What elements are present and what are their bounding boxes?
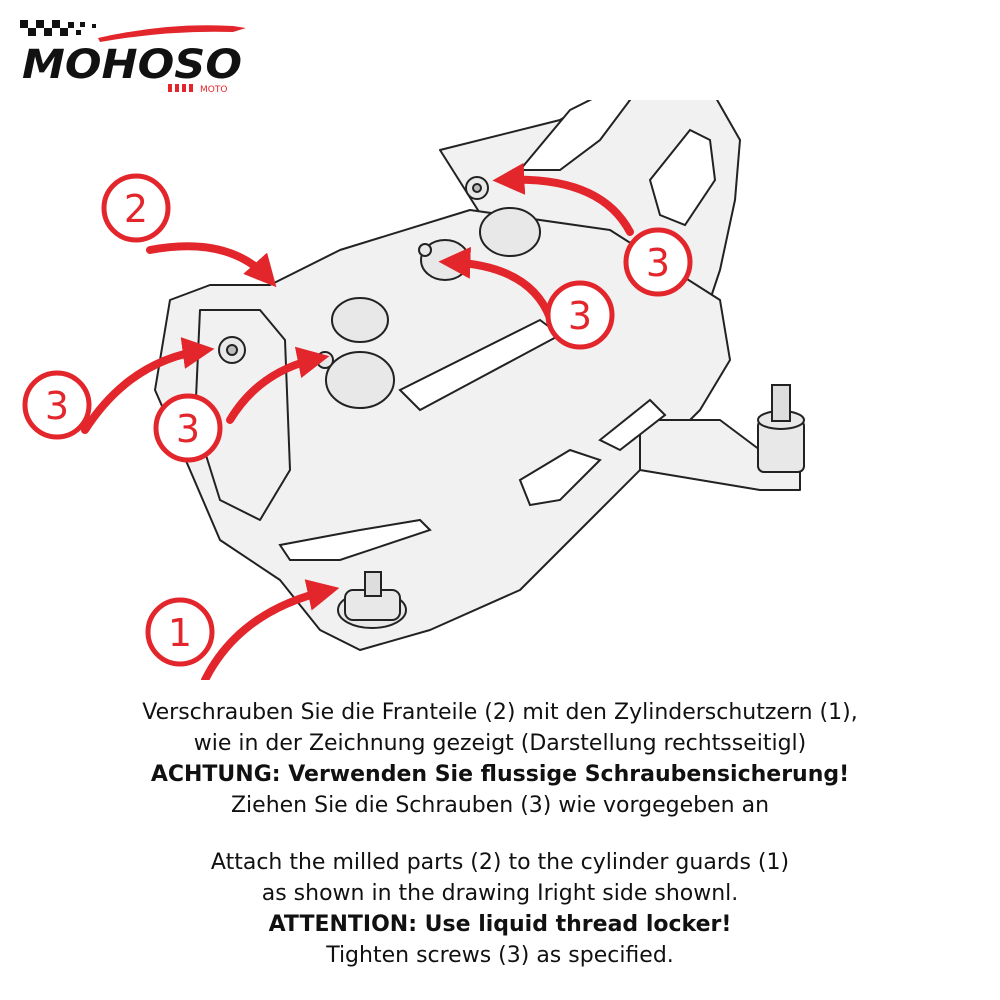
logo-wordmark: MOHOSO: [22, 42, 242, 88]
callout-part-2-label: 2: [124, 187, 148, 231]
english-line-2: as shown in the drawing Iright side show…: [261, 881, 739, 906]
arrow-part-1: [201, 579, 340, 680]
english-line-1: Attach the milled parts (2) to the cylin…: [210, 850, 790, 875]
english-warning: ATTENTION: Use liquid thread locker!: [268, 912, 732, 937]
callout-screw-3-middle-label: 3: [568, 294, 592, 338]
logo-underline: [168, 84, 193, 92]
mohoso-logo: MOHOSO MOTO: [20, 20, 246, 95]
logo-swoosh: [98, 25, 246, 42]
callout-screw-3-left: 3: [22, 370, 92, 440]
arrow-screw-3-center: [226, 346, 330, 424]
german-warning: ACHTUNG: Verwenden Sie flussige Schraube…: [150, 762, 850, 787]
german-line-1: Verschrauben Sie die Franteile (2) mit d…: [142, 700, 858, 725]
german-line-4: Ziehen Sie die Schrauben (3) wie vorgege…: [230, 793, 770, 818]
callout-screw-3-top-label: 3: [646, 241, 670, 285]
callout-screw-3-center: 3: [153, 393, 223, 463]
callout-screw-3-center-label: 3: [176, 407, 200, 451]
callout-arrows: [81, 162, 634, 680]
arrow-screw-3-middle: [438, 246, 554, 322]
arrow-part-2: [146, 242, 277, 288]
logo-tagline: MOTO: [200, 85, 227, 95]
callout-part-1: 1: [145, 597, 215, 667]
arrow-screw-3-left: [81, 337, 215, 434]
arrow-screw-3-top: [492, 162, 634, 236]
callout-screw-3-top: 3: [623, 227, 693, 297]
callout-part-2: 2: [101, 173, 171, 243]
german-line-2: wie in der Zeichnung gezeigt (Darstellun…: [193, 731, 807, 756]
callout-screw-3-middle: 3: [545, 280, 615, 350]
callout-markers: 2 3 3 3 3 1: [22, 173, 693, 667]
callout-part-1-label: 1: [168, 611, 192, 655]
callout-screw-3-left-label: 3: [45, 384, 69, 428]
assembly-drawing: 2 3 3 3 3 1: [22, 100, 805, 680]
english-instructions: Attach the milled parts (2) to the cylin…: [0, 847, 1000, 971]
english-line-4: Tighten screws (3) as specified.: [326, 943, 674, 968]
plate-cutouts: [278, 100, 717, 561]
checkered-flag-pattern: [20, 20, 96, 36]
german-instructions: Verschrauben Sie die Franteile (2) mit d…: [0, 697, 1000, 821]
